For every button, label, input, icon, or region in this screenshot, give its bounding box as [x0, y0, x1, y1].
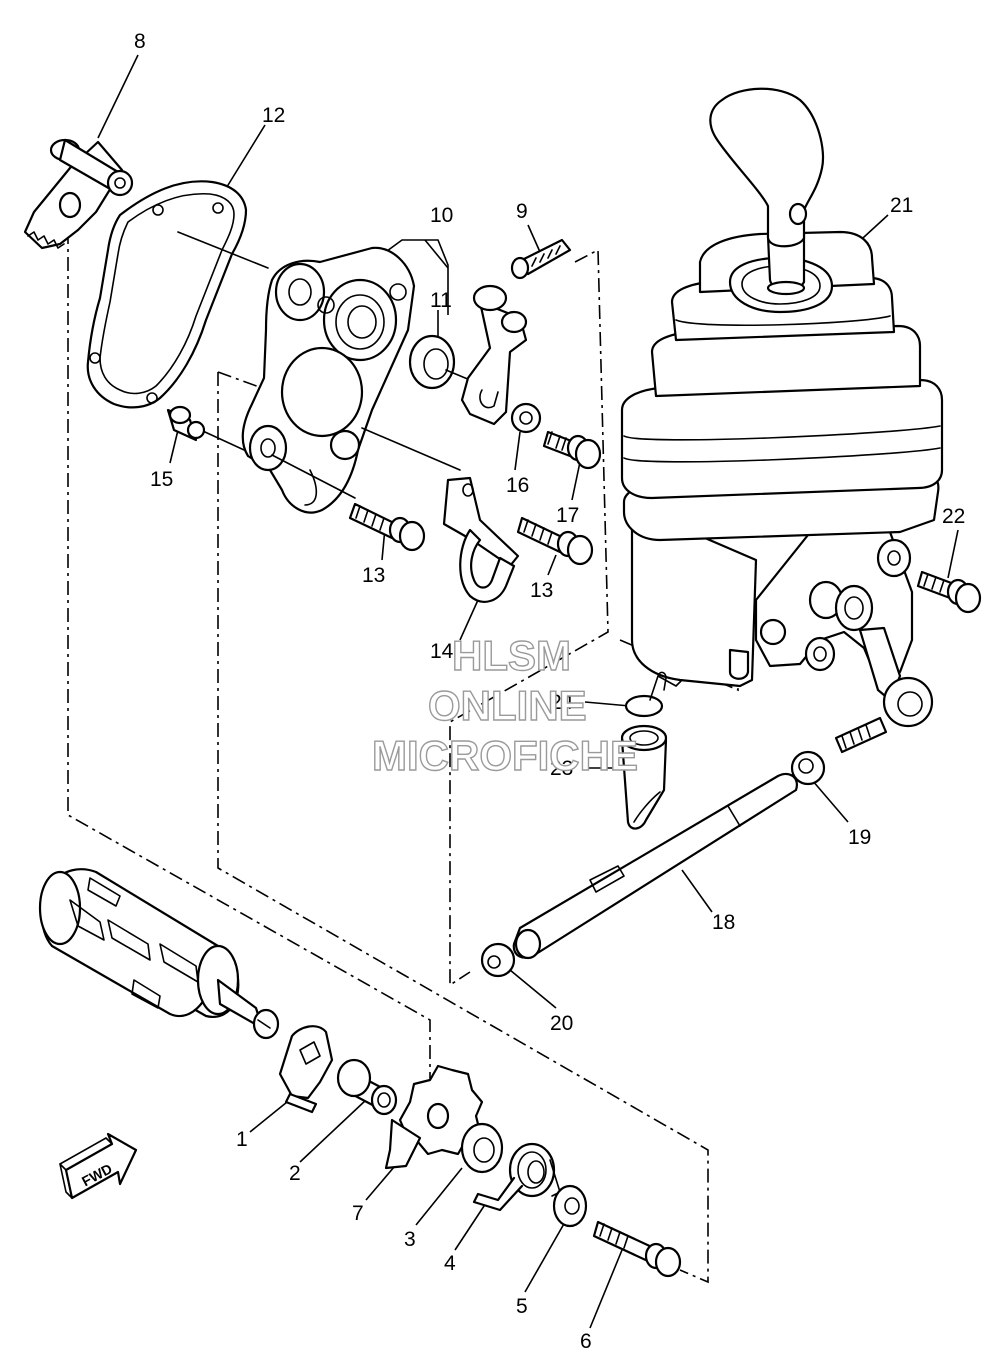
part-2-bushing	[336, 1058, 398, 1116]
part-12-gasket	[86, 180, 269, 409]
callout-13-right: 13	[530, 579, 553, 602]
callout-2: 2	[289, 1162, 301, 1185]
callout-23: 23	[550, 757, 573, 780]
callout-9: 9	[516, 200, 528, 223]
part-21-shifter-assembly	[620, 87, 944, 754]
callout-numbers: 1 2 3 4 5 6 7 8 9 10 11 12 13 13 14 15 1…	[134, 30, 965, 1353]
watermark-line-2: ONLINE	[428, 682, 587, 729]
callout-16: 16	[506, 474, 529, 497]
part-1-stopper-plate	[278, 1025, 334, 1114]
part-19-nut	[790, 750, 826, 786]
callout-3: 3	[404, 1228, 416, 1251]
watermark: HLSM ONLINE MICROFICHE	[371, 631, 638, 779]
part-11-oil-seal	[408, 334, 471, 390]
callout-20: 20	[550, 1012, 573, 1035]
part-3-washer	[460, 1122, 504, 1174]
callout-24: 24	[550, 691, 574, 714]
part-23-collar	[620, 724, 668, 830]
part-5-washer	[552, 1184, 588, 1228]
callout-18: 18	[712, 911, 735, 934]
part-8-shift-segment	[23, 138, 134, 250]
callout-11: 11	[430, 289, 452, 312]
fwd-direction-badge: FWD	[59, 1132, 138, 1200]
part-4-spring	[472, 1142, 561, 1212]
part-7-star-wheel	[384, 1064, 484, 1170]
part-6-bolt	[592, 1220, 682, 1278]
callout-19: 19	[848, 826, 871, 849]
part-10-cover	[241, 246, 461, 514]
callout-15: 15	[150, 468, 173, 491]
callout-4: 4	[444, 1252, 456, 1275]
part-13-bolt-right	[516, 516, 594, 566]
shift-drum	[38, 868, 280, 1040]
callout-7: 7	[352, 1202, 364, 1225]
callout-8: 8	[134, 30, 146, 53]
callout-21: 21	[890, 194, 913, 217]
callout-17: 17	[556, 504, 579, 527]
part-22-bolt	[916, 570, 982, 614]
part-17-bolt	[542, 430, 602, 470]
part-15-dowel-pin	[166, 405, 256, 456]
callout-6: 6	[580, 1330, 592, 1353]
part-9-shift-lever	[460, 238, 572, 426]
watermark-line-1: HLSM	[452, 632, 571, 679]
part-14-clamp	[442, 476, 520, 603]
callout-13-left: 13	[362, 564, 385, 587]
callout-5: 5	[516, 1295, 528, 1318]
callout-10: 10	[430, 204, 453, 227]
callout-22: 22	[942, 505, 965, 528]
part-18-shift-rod	[512, 772, 798, 960]
part-24-clip	[624, 671, 683, 718]
part-20-nut	[480, 942, 516, 978]
callout-14: 14	[430, 640, 454, 663]
callout-12: 12	[262, 104, 285, 127]
part-13-bolt-left	[348, 502, 426, 552]
part-16-washer	[510, 402, 542, 434]
watermark-line-3: MICROFICHE	[372, 732, 638, 779]
callout-1: 1	[236, 1128, 248, 1151]
